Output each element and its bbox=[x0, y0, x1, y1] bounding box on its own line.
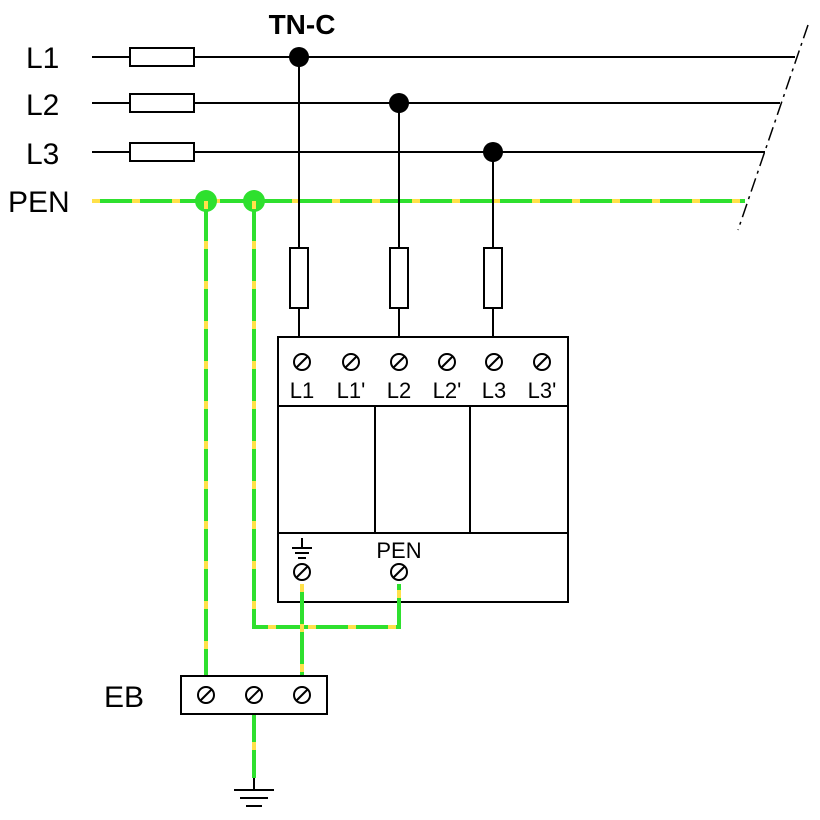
terminal-label-l2-prime: L2' bbox=[433, 378, 462, 403]
phase-conductor-l1 bbox=[92, 47, 795, 67]
earth-symbol-icon bbox=[292, 538, 312, 559]
earth-bar-terminal-1 bbox=[197, 686, 215, 704]
drop-l3 bbox=[483, 152, 503, 355]
terminal-label-l3-prime: L3' bbox=[528, 378, 557, 403]
drop-l1 bbox=[289, 57, 309, 355]
terminal-label-l1: L1 bbox=[290, 378, 314, 403]
ground-icon bbox=[234, 778, 274, 807]
earth-bar-label: EB bbox=[104, 681, 144, 714]
line-label-l3: L3 bbox=[26, 138, 59, 171]
terminal-l1-prime bbox=[342, 353, 360, 371]
surge-protective-device bbox=[277, 336, 569, 603]
phase-conductor-l2 bbox=[92, 93, 780, 113]
terminal-l3-prime bbox=[533, 353, 551, 371]
terminal-l2-prime bbox=[438, 353, 456, 371]
terminal-l3 bbox=[485, 353, 503, 371]
terminal-l1 bbox=[293, 353, 311, 371]
terminal-label-l1-prime: L1' bbox=[337, 378, 366, 403]
earth-bar-terminal-3 bbox=[293, 686, 311, 704]
line-label-l2: L2 bbox=[26, 89, 59, 122]
system-type-label: TN-C bbox=[269, 9, 336, 40]
phase-conductor-l3 bbox=[92, 142, 765, 162]
drop-l2 bbox=[389, 103, 409, 355]
line-label-l1: L1 bbox=[26, 42, 59, 75]
earth-bar-terminal-2 bbox=[245, 686, 263, 704]
pen-drop-to-device bbox=[252, 201, 401, 629]
break-line bbox=[737, 24, 809, 231]
terminal-label-l2: L2 bbox=[387, 378, 411, 403]
terminal-l2 bbox=[390, 353, 408, 371]
terminal-label-l3: L3 bbox=[482, 378, 506, 403]
terminal-earth bbox=[293, 563, 311, 581]
line-label-pen: PEN bbox=[8, 186, 70, 219]
terminal-pen bbox=[390, 563, 408, 581]
terminal-label-pen: PEN bbox=[376, 538, 421, 563]
